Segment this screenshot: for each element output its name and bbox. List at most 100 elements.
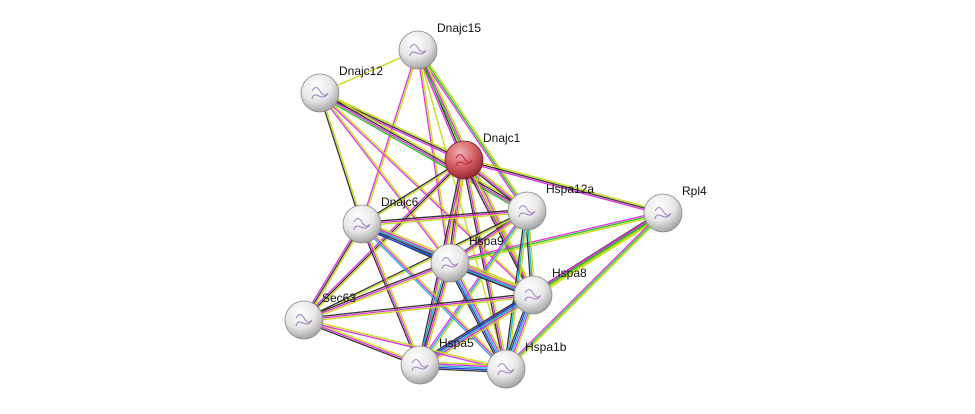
- edge-dnajc15-hspa1b[interactable]: [417, 49, 507, 370]
- node-sphere[interactable]: [342, 204, 382, 244]
- node-dnajc6[interactable]: Dnajc6: [342, 195, 419, 244]
- node-label: Dnajc6: [381, 195, 419, 209]
- evidence-textmining: [320, 92, 452, 263]
- evidence-textmining: [421, 297, 536, 369]
- node-sec63[interactable]: Sec63: [284, 291, 356, 340]
- edge-rpl4-hspa1b[interactable]: [504, 211, 665, 371]
- node-dnajc12[interactable]: Dnajc12: [300, 64, 383, 113]
- node-sphere[interactable]: [513, 275, 553, 315]
- evidence-neighborhood: [417, 49, 528, 212]
- evidence-textmining: [362, 222, 508, 369]
- node-sphere[interactable]: [486, 349, 526, 389]
- evidence-experiments: [360, 49, 418, 224]
- node-label: Sec63: [322, 291, 356, 305]
- node-hspa8[interactable]: Hspa8: [513, 266, 587, 315]
- evidence-coexpression: [320, 91, 528, 211]
- evidence-experiments: [463, 161, 663, 216]
- evidence-coexpression: [463, 159, 664, 214]
- evidence-coexpression: [417, 291, 532, 363]
- evidence-textmining: [418, 48, 529, 211]
- edge-hspa9-sec63[interactable]: [303, 260, 451, 323]
- node-sphere[interactable]: [284, 300, 324, 340]
- edge-hspa9-hspa1b[interactable]: [446, 261, 510, 371]
- evidence-coexpression: [303, 320, 420, 368]
- protein-structure-icon: [654, 207, 672, 220]
- protein-structure-icon: [455, 154, 473, 167]
- node-label: Dnajc1: [483, 131, 521, 145]
- evidence-experiments: [361, 210, 528, 225]
- evidence-textmining: [304, 160, 466, 322]
- node-label: Hspa1b: [525, 340, 567, 354]
- edge-dnajc1-dnajc6[interactable]: [361, 158, 465, 226]
- evidence-textmining: [506, 213, 665, 371]
- edge-hspa8-sec63[interactable]: [303, 292, 534, 323]
- evidence-textmining: [304, 318, 507, 369]
- node-dnajc15[interactable]: Dnajc15: [398, 21, 481, 70]
- edge-dnajc12-hspa9[interactable]: [318, 92, 452, 264]
- evidence-experiments: [303, 320, 506, 371]
- node-hspa5[interactable]: Hspa5: [400, 336, 474, 385]
- evidence-experiments: [303, 294, 534, 321]
- protein-structure-icon: [518, 205, 536, 218]
- node-hspa1b[interactable]: Hspa1b: [486, 340, 567, 389]
- evidence-experiments: [303, 262, 451, 321]
- node-sphere[interactable]: [400, 345, 440, 385]
- node-sphere[interactable]: [398, 30, 438, 70]
- evidence-coexpression: [359, 224, 420, 366]
- evidence-coexpression: [446, 264, 504, 371]
- evidence-textmining: [320, 91, 535, 295]
- edge-dnajc6-hspa1b[interactable]: [360, 222, 508, 371]
- protein-structure-icon: [411, 359, 429, 372]
- edge-dnajc1-hspa1b[interactable]: [461, 159, 509, 370]
- evidence-textmining: [320, 90, 529, 210]
- evidence-textmining: [304, 296, 534, 323]
- node-sphere[interactable]: [643, 193, 683, 233]
- node-rpl4[interactable]: Rpl4: [643, 184, 707, 233]
- node-hspa9[interactable]: Hspa9: [430, 234, 504, 283]
- node-sphere[interactable]: [507, 191, 547, 231]
- evidence-coexpression: [461, 160, 505, 370]
- evidence-textmining: [362, 212, 528, 227]
- edge-dnajc6-hspa5[interactable]: [359, 223, 423, 366]
- node-label: Hspa9: [469, 234, 504, 248]
- edge-hspa12a-dnajc6[interactable]: [361, 208, 528, 227]
- edge-dnajc15-hspa12a[interactable]: [416, 48, 529, 213]
- node-label: Hspa8: [552, 266, 587, 280]
- evidence-textmining: [320, 92, 364, 224]
- node-sphere[interactable]: [300, 73, 340, 113]
- evidence-experiments: [420, 295, 535, 367]
- evidence-textmining: [304, 211, 528, 322]
- edge-dnajc12-dnajc6[interactable]: [318, 92, 364, 225]
- edge-dnajc1-sec63[interactable]: [302, 158, 466, 322]
- evidence-coexpression: [303, 260, 450, 320]
- node-label: Hspa12a: [546, 182, 594, 196]
- evidence-experiments: [415, 50, 464, 161]
- edge-hspa12a-hspa5[interactable]: [418, 209, 529, 367]
- edge-sec63-hspa1b[interactable]: [303, 318, 507, 371]
- node-hspa12a[interactable]: Hspa12a: [507, 182, 594, 231]
- node-sphere[interactable]: [444, 140, 484, 180]
- edge-dnajc15-dnajc6[interactable]: [360, 49, 420, 225]
- edge-hspa12a-sec63[interactable]: [303, 209, 528, 322]
- evidence-databases: [360, 224, 506, 371]
- node-label: Hspa5: [439, 336, 474, 350]
- evidence-experiments: [319, 93, 527, 213]
- evidence-databases: [419, 210, 528, 366]
- evidence-experiments: [418, 209, 527, 365]
- evidence-textmining: [420, 211, 529, 367]
- node-label: Rpl4: [682, 184, 707, 198]
- node-dnajc1[interactable]: Dnajc1: [444, 131, 521, 180]
- evidence-textmining: [362, 50, 420, 225]
- evidence-neighborhood: [318, 94, 527, 214]
- evidence-coexpression: [303, 159, 465, 321]
- edge-dnajc1-rpl4[interactable]: [463, 157, 664, 216]
- node-label: Dnajc12: [339, 64, 383, 78]
- edge-rpl4-hspa9[interactable]: [449, 210, 664, 266]
- edge-dnajc12-hspa8[interactable]: [318, 91, 535, 297]
- evidence-textmining: [417, 49, 507, 370]
- edge-dnajc12-hspa12a[interactable]: [318, 90, 529, 214]
- evidence-neighborhood: [505, 212, 664, 370]
- evidence-experiments: [318, 93, 450, 264]
- evidence-textmining: [534, 214, 665, 298]
- node-sphere[interactable]: [430, 243, 470, 283]
